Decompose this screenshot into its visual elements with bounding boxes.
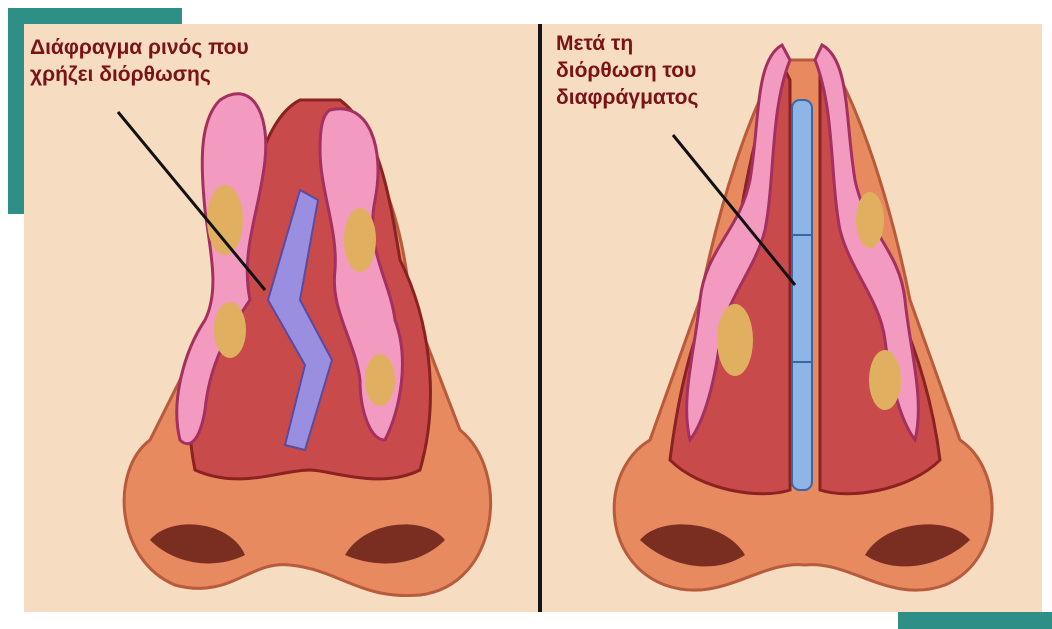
right-sinus-1 — [717, 304, 753, 376]
right-sinus-3 — [869, 350, 901, 410]
corrected-septum-label: Μετά τη διόρθωση του διαφράγματος — [556, 30, 756, 111]
deviated-nose-drawing — [118, 94, 491, 596]
right-sinus-2 — [856, 192, 884, 248]
left-sinus-2 — [344, 208, 376, 272]
straight-septum — [792, 100, 812, 490]
left-sinus-3 — [214, 302, 246, 358]
left-sinus-4 — [365, 354, 395, 406]
accent-bar-top — [8, 8, 182, 24]
left-sinus-1 — [207, 185, 243, 255]
deviated-septum-label: Διάφραγμα ρινός που χρήζει διόρθωσης — [30, 34, 340, 88]
accent-bar-left — [8, 8, 24, 214]
accent-bar-bottom — [898, 612, 1052, 629]
corrected-nose-drawing — [614, 45, 992, 590]
